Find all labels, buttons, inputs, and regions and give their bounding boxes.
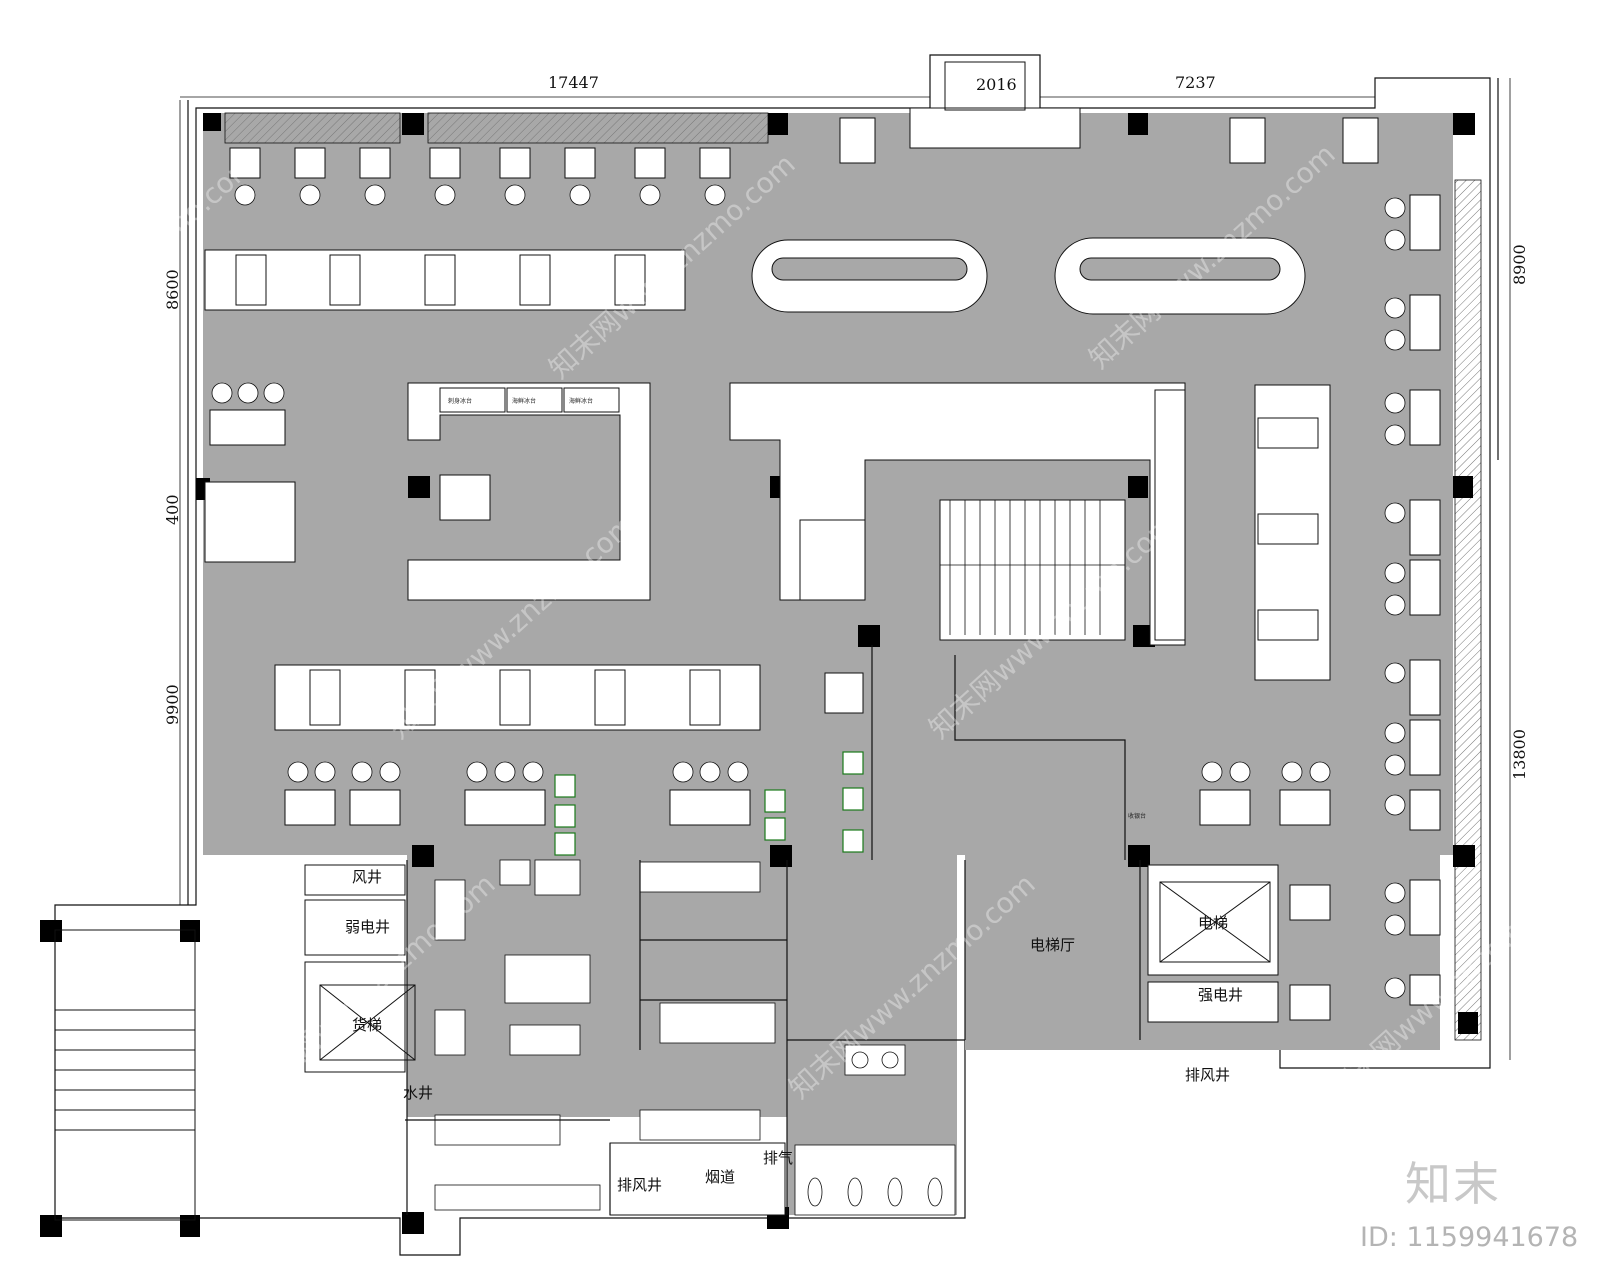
label-weak-current-shaft: 弱电井 xyxy=(345,918,390,936)
service-counters xyxy=(407,382,1186,646)
dim-top-door: 2016 xyxy=(976,75,1017,94)
label-wind-shaft: 风井 xyxy=(352,868,382,886)
interior-walls xyxy=(405,645,1141,1215)
brand-id: ID: 1159941678 xyxy=(1360,1222,1579,1253)
dim-top-left: 17447 xyxy=(548,73,599,92)
label-elevator-hall: 电梯厅 xyxy=(1030,936,1075,954)
label-exhaust-shaft-bottom: 排风井 xyxy=(617,1176,662,1194)
label-exhaust: 排气 xyxy=(763,1149,793,1167)
restroom-fixtures xyxy=(794,1044,956,1216)
dim-right-lower: 13800 xyxy=(1510,729,1529,780)
brand-logo: 知末 xyxy=(1405,1157,1501,1211)
label-water-shaft: 水井 xyxy=(403,1084,433,1102)
label-exhaust-shaft-right: 排风井 xyxy=(1185,1066,1230,1084)
elevator-symbols xyxy=(319,881,1271,1061)
label-seafood-ice-1: 海鲜冰台 xyxy=(512,397,536,405)
top-entrance xyxy=(909,61,1081,149)
planters xyxy=(554,751,864,856)
exterior-stair xyxy=(54,929,196,1221)
central-staircase xyxy=(940,500,1125,635)
buffet-islands xyxy=(751,237,1306,315)
label-sashimi-ice: 刺身冰台 xyxy=(448,397,472,405)
dim-top-right: 7237 xyxy=(1175,73,1216,92)
label-seafood-ice-2: 海鲜冰台 xyxy=(569,397,593,405)
chairs xyxy=(211,184,1406,999)
dining-tables xyxy=(204,117,1441,1021)
dim-left-lower: 9900 xyxy=(163,684,182,725)
label-cashier: 收银台 xyxy=(1128,812,1146,820)
label-freight-elevator: 货梯 xyxy=(352,1016,382,1034)
label-flue: 烟道 xyxy=(705,1168,735,1186)
label-strong-current-shaft: 强电井 xyxy=(1198,986,1243,1004)
dim-right-upper: 8900 xyxy=(1510,244,1529,285)
dim-left-upper: 8600 xyxy=(163,269,182,310)
label-elevator: 电梯 xyxy=(1198,914,1228,932)
dim-left-mid: 400 xyxy=(163,494,182,525)
dimension-lines xyxy=(179,78,1511,1060)
